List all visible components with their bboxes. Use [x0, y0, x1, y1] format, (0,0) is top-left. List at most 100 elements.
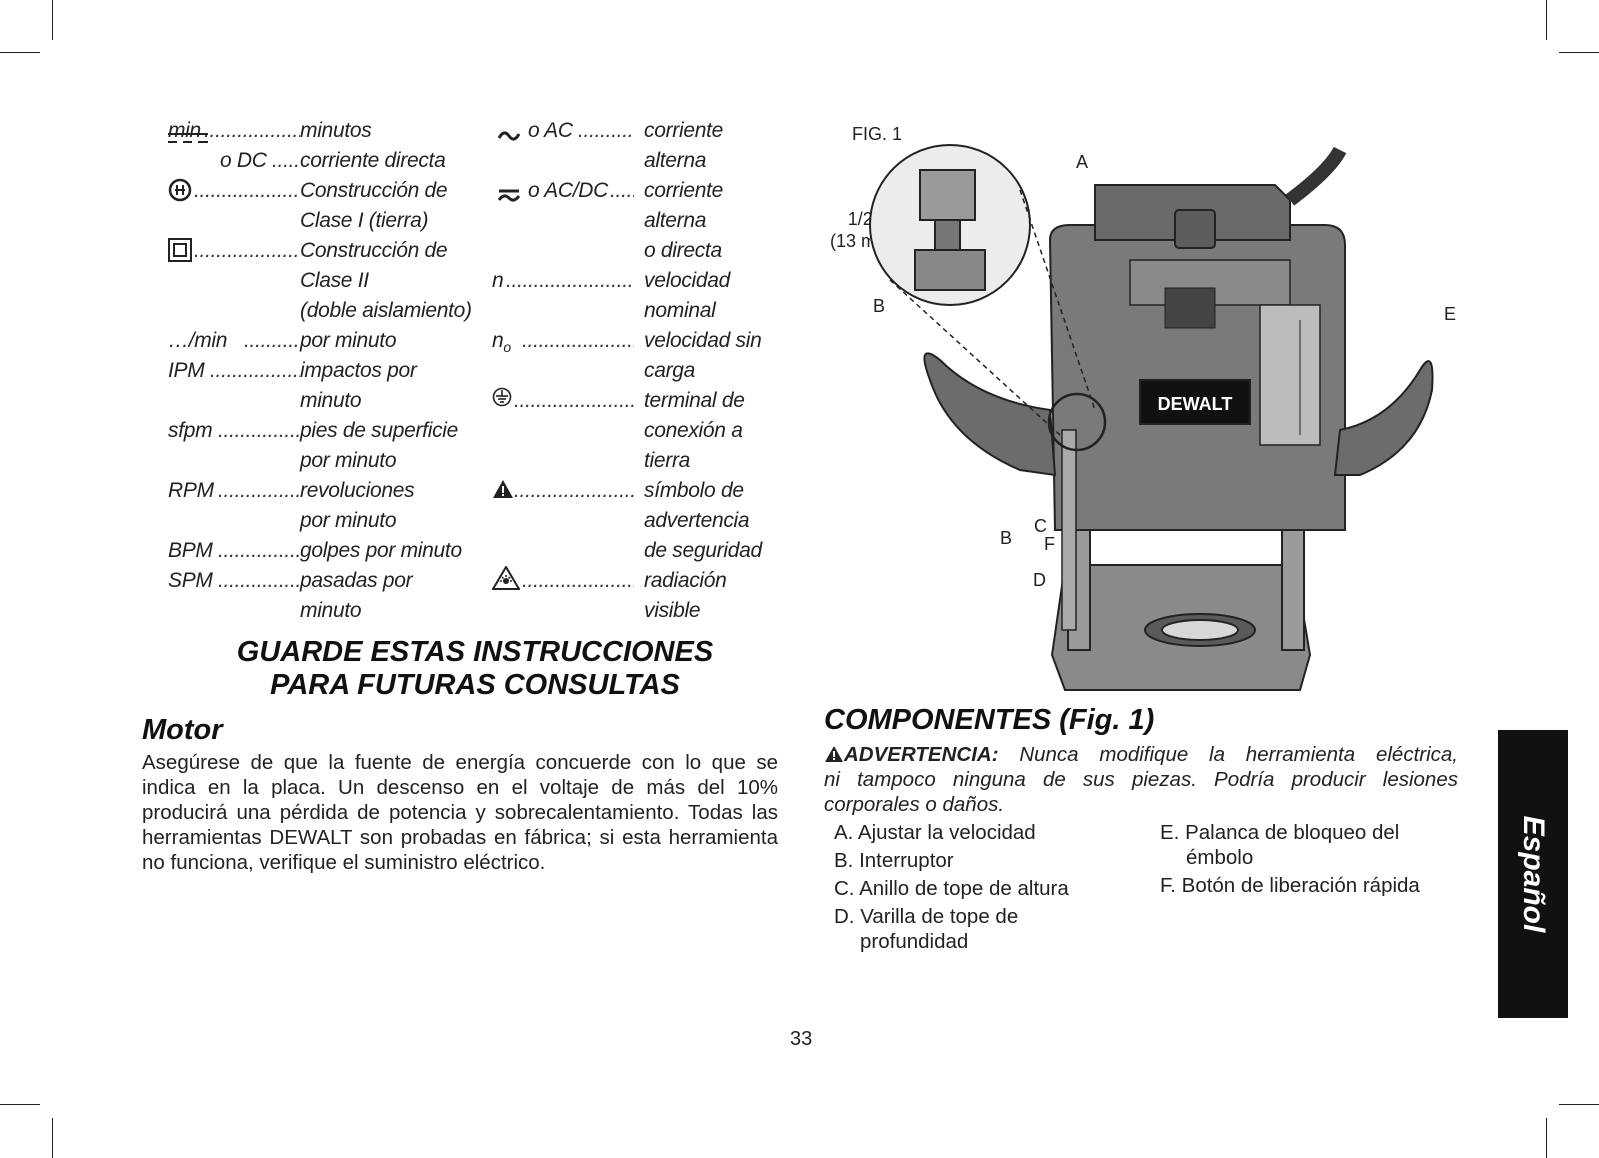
symbol-abbr: RPM — [168, 479, 214, 502]
symbols-left-column: min ................................ min… — [168, 116, 488, 636]
symbol-abbr: min — [168, 119, 201, 142]
symbol-definition: símbolo de — [644, 479, 744, 502]
brand-logo: DEWALT — [1158, 394, 1233, 414]
symbol-definition: por minuto — [300, 509, 397, 532]
crop-mark — [1546, 0, 1547, 40]
save-heading-line: PARA FUTURAS CONSULTAS — [270, 669, 680, 701]
motor-line: Asegúrese de que la fuente de energía co… — [142, 751, 778, 774]
callout-label: B — [873, 296, 886, 316]
leader-dots: .................... — [578, 119, 632, 142]
symbol-definition: Clase II — [300, 269, 369, 292]
component-list-right: E. Palanca de bloqueo del émbolo F. Botó… — [1160, 820, 1460, 898]
component-item: E. Palanca de bloqueo del — [1160, 821, 1400, 844]
symbol-abbr: BPM — [168, 539, 213, 562]
crop-mark — [52, 0, 53, 40]
motor-line: producirá una pérdida de potencia y sobr… — [142, 801, 778, 824]
symbol-definition: golpes por minuto — [300, 539, 462, 562]
component-item: D. Varilla de tope de — [834, 905, 1019, 928]
motor-line: no funciona, verifique el suministro elé… — [142, 851, 546, 874]
warning-line: ADVERTENCIA: Nunca modifique la herramie… — [824, 742, 1458, 767]
class-2-icon — [168, 238, 192, 271]
motor-line: indica en la placa. Un descenso en el vo… — [142, 776, 778, 799]
vent-grille — [1164, 287, 1216, 329]
symbol-definition: corriente — [644, 119, 724, 142]
symbol-definition: minuto — [300, 389, 362, 412]
leader-dots: ............................ — [218, 419, 300, 442]
crop-mark — [1559, 1104, 1599, 1105]
motor-heading: Motor — [142, 714, 223, 746]
depth-stop-rod — [1061, 429, 1077, 631]
symbol-definition: corriente — [644, 179, 724, 202]
symbol-definition: por minuto — [300, 449, 397, 472]
symbol-abbr: n — [492, 269, 504, 292]
symbol-abbr: SPM — [168, 569, 213, 592]
component-list-left: A. Ajustar la velocidad B. Interruptor C… — [834, 820, 1154, 954]
leader-dots: .................................... — [194, 179, 300, 202]
leader-dots: .............................. — [210, 359, 300, 382]
callout-label: D — [1033, 570, 1046, 590]
crop-mark — [52, 1118, 53, 1158]
warning-triangle-icon — [825, 746, 843, 762]
symbol-abbr: …/min — [168, 329, 228, 352]
symbol-definition: velocidad sin — [644, 329, 762, 352]
radiation-icon — [491, 565, 521, 599]
earth-terminal-icon — [492, 386, 512, 416]
crop-mark — [1559, 52, 1599, 53]
symbol-abbr-subscript: o — [503, 339, 511, 356]
ac-current-icon — [497, 122, 521, 152]
warning-line: corporales o daños. — [824, 793, 1005, 816]
symbol-definition: terminal de — [644, 389, 745, 412]
leader-dots: ................................ — [204, 119, 300, 142]
warning-paragraph: ADVERTENCIA: Nunca modifique la herramie… — [824, 742, 1458, 817]
left-handle — [923, 352, 1057, 477]
symbol-definition: (doble aislamiento) — [300, 299, 472, 322]
right-handle — [1333, 360, 1434, 476]
symbol-definition: Construcción de — [300, 239, 448, 262]
symbol-definition: velocidad — [644, 269, 731, 292]
component-item: B. Interruptor — [834, 849, 954, 872]
router-illustration: DEWALT — [869, 144, 1434, 691]
warning-label: ADVERTENCIA: — [844, 743, 999, 766]
leader-dots: .......... — [272, 149, 300, 172]
leader-dots: ...................................... — [514, 389, 634, 412]
figure-label: FIG. 1 — [852, 124, 903, 144]
class-1-icon — [168, 178, 192, 211]
symbol-abbr: no — [492, 326, 511, 362]
motor-paragraph: Asegúrese de que la fuente de energía co… — [142, 750, 778, 875]
crop-mark — [0, 52, 40, 53]
ac-dc-current-icon — [497, 182, 521, 212]
symbol-definition: pies de superficie — [300, 419, 459, 442]
speed-dial — [1174, 209, 1216, 249]
symbol-definition: revoluciones — [300, 479, 415, 502]
symbol-definition: de seguridad — [644, 539, 762, 562]
leader-dots: ...................................... — [514, 479, 634, 502]
dc-current-icon — [168, 124, 208, 154]
symbol-definition: pasadas por — [300, 569, 413, 592]
symbols-right-column: o AC .................... corriente alte… — [491, 116, 792, 636]
leader-dots: ................................... — [522, 569, 634, 592]
symbol-definition: conexión a — [644, 419, 743, 442]
leader-dots: ............................ — [218, 539, 300, 562]
callout-label: A — [1076, 152, 1089, 172]
symbol-definition: corriente directa — [300, 149, 446, 172]
component-item: C. Anillo de tope de altura — [834, 877, 1069, 900]
componentes-heading: COMPONENTES (Fig. 1) — [824, 704, 1155, 736]
language-tab: Español — [1498, 730, 1568, 1018]
callout-label: C — [1034, 516, 1047, 536]
leader-dots: ............................ — [218, 479, 300, 502]
symbol-abbr: o AC — [528, 119, 573, 142]
symbol-definition: Clase I (tierra) — [300, 209, 429, 232]
symbol-abbr: o AC/DC — [528, 179, 608, 202]
leader-dots: ........................................… — [506, 269, 634, 292]
leader-dots: .................... — [244, 329, 300, 352]
symbol-definition: visible — [644, 599, 701, 622]
warning-text: Nunca modifique la herramienta eléctrica… — [1019, 743, 1458, 766]
callout-label: F — [1044, 534, 1055, 554]
symbol-definition: o directa — [644, 239, 722, 262]
symbol-abbr: IPM — [168, 359, 205, 382]
symbol-definition: advertencia — [644, 509, 750, 532]
detail-highlight — [1047, 392, 1107, 452]
leader-dots: .................................... — [522, 329, 634, 352]
component-item: F. Botón de liberación rápida — [1160, 874, 1420, 897]
warning-line: ni tampoco ninguna de sus piezas. Podría… — [824, 768, 1458, 791]
